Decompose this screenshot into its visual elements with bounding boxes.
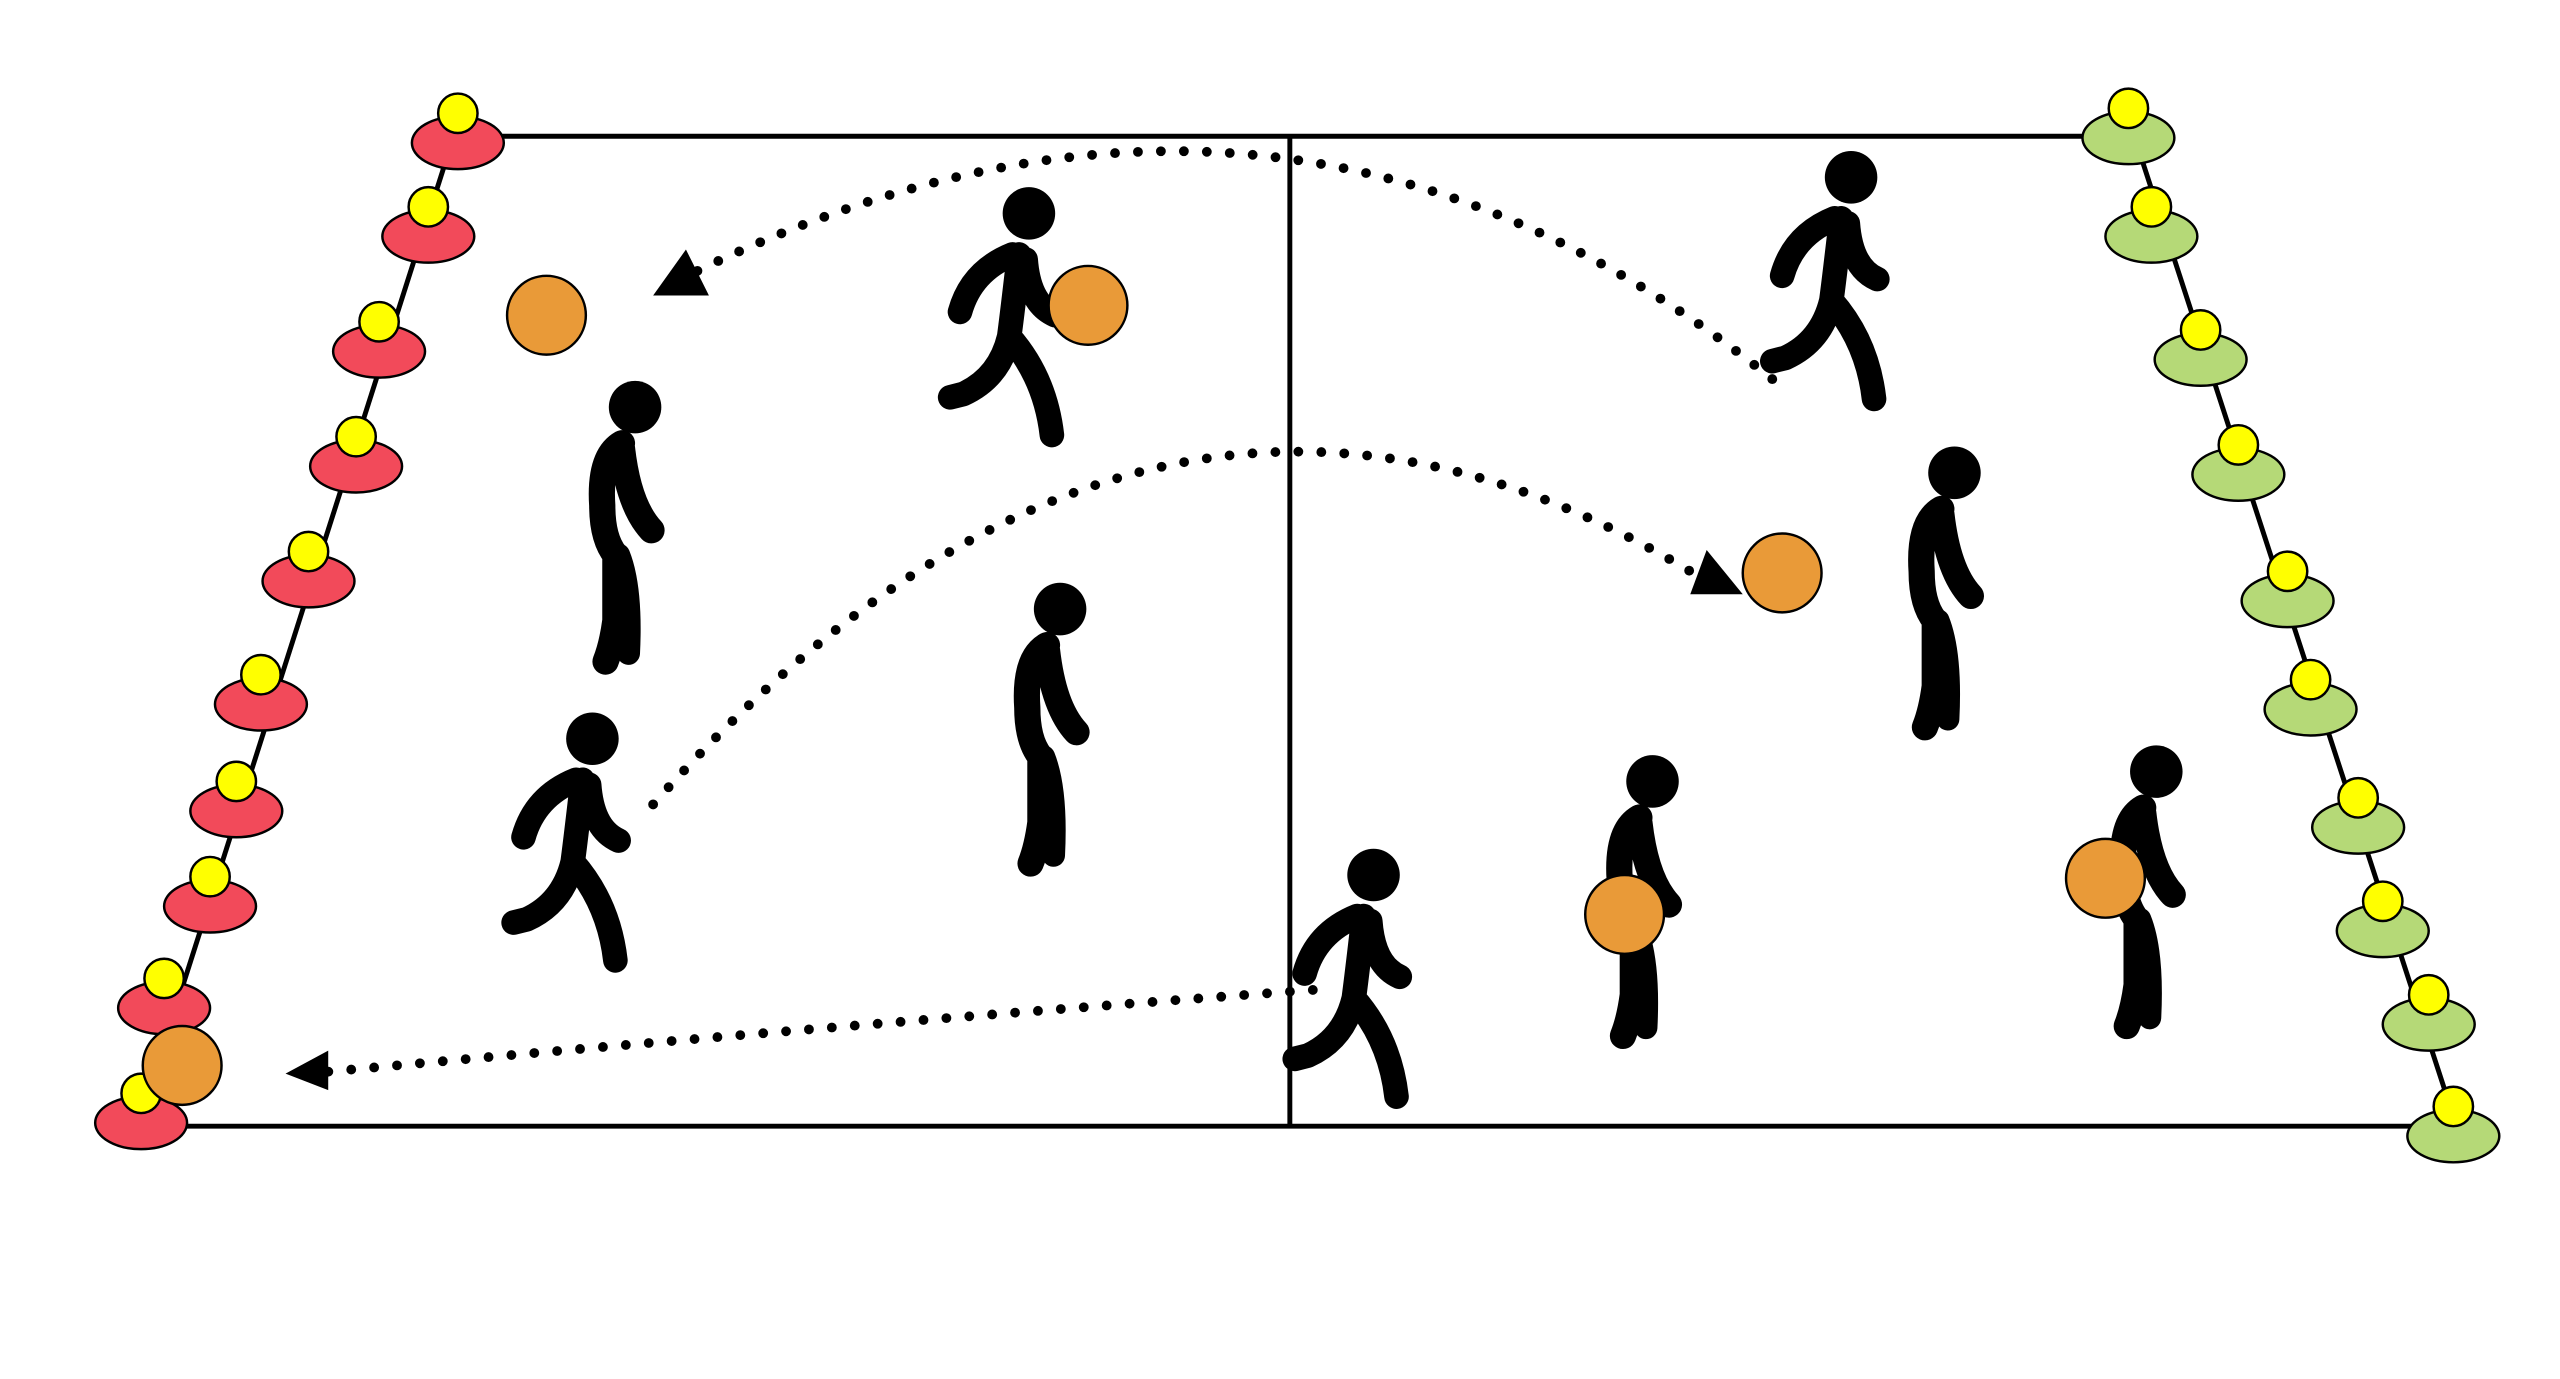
person-icon bbox=[1282, 848, 1413, 1109]
person-head bbox=[1626, 755, 1679, 808]
players bbox=[501, 151, 2186, 1109]
cone-marker bbox=[335, 415, 378, 458]
pass-path bbox=[692, 146, 1786, 391]
cone-icon bbox=[189, 760, 284, 839]
pass-path bbox=[648, 446, 1696, 810]
person-body bbox=[501, 767, 631, 973]
cone-marker bbox=[143, 957, 186, 1000]
cone-icon bbox=[331, 300, 427, 379]
person-body bbox=[1760, 206, 1890, 412]
cone-icon bbox=[2240, 550, 2335, 629]
person-head bbox=[608, 380, 662, 434]
cone-icon bbox=[2263, 658, 2358, 737]
person-icon bbox=[1760, 151, 1890, 412]
cones bbox=[93, 87, 2501, 1164]
cone-marker bbox=[2361, 880, 2404, 923]
person-icon bbox=[937, 187, 1068, 448]
cone-icon bbox=[162, 855, 258, 934]
person-body bbox=[1013, 632, 1090, 877]
cone-marker bbox=[189, 855, 231, 898]
cone-icon bbox=[381, 185, 476, 264]
cone-icon bbox=[2081, 87, 2176, 166]
person-icon bbox=[1908, 446, 1984, 741]
court-left-line bbox=[138, 117, 462, 1118]
person-head bbox=[1002, 187, 1056, 240]
cone-marker bbox=[2266, 550, 2309, 593]
person-head bbox=[1347, 848, 1400, 902]
cone-icon bbox=[308, 415, 404, 494]
person-body bbox=[937, 242, 1068, 448]
person-head bbox=[566, 712, 619, 766]
cone-icon bbox=[2406, 1085, 2501, 1164]
cone-icon bbox=[2104, 185, 2199, 264]
ball-icon bbox=[505, 274, 588, 356]
person-body bbox=[1282, 903, 1413, 1109]
cone-marker bbox=[407, 185, 450, 228]
cone-marker bbox=[2217, 423, 2260, 466]
cone-marker bbox=[2337, 776, 2380, 819]
arrowhead-icon bbox=[1690, 549, 1743, 595]
cone-marker bbox=[358, 300, 400, 343]
person-body bbox=[588, 430, 665, 675]
cone-icon bbox=[2310, 776, 2406, 855]
ball-icon bbox=[1047, 264, 1129, 346]
cone-icon bbox=[2335, 880, 2430, 959]
cone-icon bbox=[93, 1072, 189, 1151]
cone-marker bbox=[2130, 185, 2173, 228]
cone-icon bbox=[261, 530, 356, 609]
balls bbox=[141, 264, 2147, 1107]
cone-marker bbox=[2179, 309, 2222, 351]
ball-icon bbox=[1584, 873, 1666, 956]
cone-marker bbox=[2289, 658, 2332, 701]
cone-icon bbox=[2153, 309, 2248, 388]
cone-icon bbox=[2191, 423, 2286, 502]
pass-paths bbox=[285, 146, 1786, 1091]
person-head bbox=[1033, 582, 1087, 636]
cone-marker bbox=[2407, 973, 2450, 1016]
cone-marker bbox=[2107, 87, 2150, 130]
cone-icon bbox=[213, 653, 309, 732]
pass-path bbox=[320, 985, 1318, 1077]
cone-icon bbox=[410, 92, 506, 171]
person-body bbox=[1908, 495, 1984, 741]
person-icon bbox=[588, 380, 665, 675]
cone-icon bbox=[116, 957, 212, 1036]
cone-icon bbox=[2381, 973, 2476, 1052]
ball-icon bbox=[1741, 532, 1823, 614]
person-head bbox=[1928, 446, 1981, 500]
ball-icon bbox=[141, 1024, 223, 1107]
person-icon bbox=[501, 712, 631, 973]
arrowhead-icon bbox=[285, 1050, 329, 1091]
person-icon bbox=[1013, 582, 1090, 877]
cone-marker bbox=[239, 653, 282, 696]
cone-marker bbox=[215, 760, 258, 803]
arrowhead-icon bbox=[653, 249, 709, 296]
person-head bbox=[2130, 745, 2183, 798]
person-head bbox=[1824, 151, 1878, 204]
ball-icon bbox=[2064, 837, 2147, 919]
cone-marker bbox=[287, 530, 330, 573]
cone-marker bbox=[436, 92, 479, 135]
cone-marker bbox=[2432, 1085, 2475, 1128]
